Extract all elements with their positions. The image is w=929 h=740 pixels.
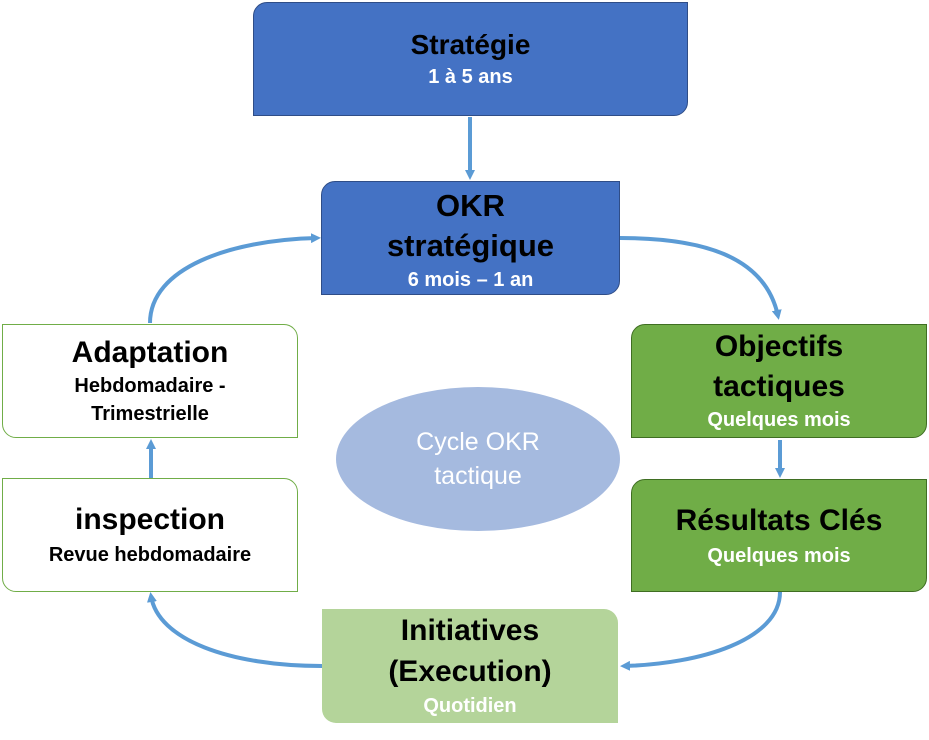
node-okr-title-line2: stratégique	[386, 228, 555, 263]
node-objectifs-sub: Quelques mois	[707, 409, 851, 431]
node-strategie-title: Stratégie	[410, 29, 531, 60]
node-adaptation-sub-line2: Trimestrielle	[91, 403, 209, 425]
node-objectifs-tactiques: Objectifs tactiques Quelques mois	[631, 324, 927, 438]
node-resultats-sub: Quelques mois	[707, 544, 851, 567]
node-adaptation: Adaptation Hebdomadaire - Trimestrielle	[2, 324, 298, 438]
node-initiatives: Initiatives (Execution) Quotidien	[322, 609, 618, 723]
node-strategie: Stratégie 1 à 5 ans	[253, 2, 688, 116]
arrow-initiatives-to-inspection	[147, 592, 323, 668]
node-initiatives-title-line2: (Execution)	[388, 655, 552, 688]
center-label-line2: tactique	[434, 462, 522, 490]
node-objectifs-title-line2: tactiques	[713, 370, 845, 403]
node-resultats-cles: Résultats Clés Quelques mois	[631, 479, 927, 592]
node-adaptation-title: Adaptation	[71, 336, 229, 369]
node-okr-sub: 6 mois – 1 an	[407, 269, 534, 291]
center-label-line1: Cycle OKR	[416, 428, 540, 456]
node-adaptation-sub-line1: Hebdomadaire -	[74, 375, 226, 397]
node-okr-strategique: OKR stratégique 6 mois – 1 an	[321, 181, 620, 295]
node-inspection-title: inspection	[74, 503, 225, 536]
node-okr-title-line1: OKR	[436, 188, 505, 223]
node-inspection: inspection Revue hebdomadaire	[2, 478, 298, 592]
node-strategie-sub: 1 à 5 ans	[428, 66, 513, 88]
center-ellipse: Cycle OKR tactique	[336, 387, 620, 531]
node-resultats-title: Résultats Clés	[675, 503, 883, 537]
node-initiatives-sub: Quotidien	[423, 695, 517, 717]
arrow-okr-to-objectifs	[619, 236, 782, 320]
arrow-resultats-to-initiatives	[620, 591, 782, 671]
node-objectifs-title-line1: Objectifs	[714, 330, 844, 363]
node-initiatives-title-line1: Initiatives	[400, 614, 540, 647]
arrow-adaptation-to-okr	[148, 233, 321, 324]
node-inspection-sub: Revue hebdomadaire	[48, 544, 252, 566]
